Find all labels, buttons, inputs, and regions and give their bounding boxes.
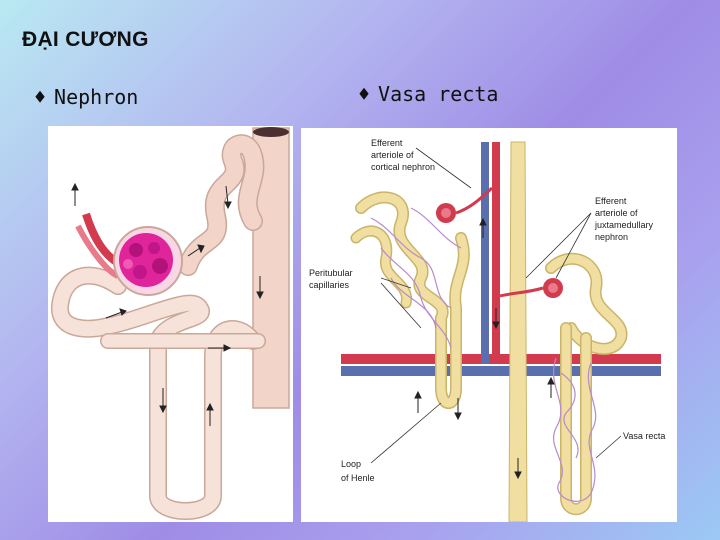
nephron-illustration	[51, 127, 290, 520]
label-efferent-juxta-3: juxtamedullary	[594, 220, 654, 230]
label-loop-henle-1: Loop	[341, 459, 361, 469]
bullet-nephron: ♦ Nephron	[34, 85, 138, 109]
leader-lines	[370, 147, 622, 464]
label-efferent-cortical-1: Efferent	[371, 138, 403, 148]
bullet-vasa-recta-label: Vasa recta	[378, 82, 499, 106]
bullet-nephron-label: Nephron	[54, 85, 139, 109]
glomeruli	[436, 203, 563, 298]
vasa-recta-loops	[553, 357, 597, 502]
distal-tubule	[178, 134, 265, 276]
glomerulus	[113, 226, 183, 296]
vasa-labels: Efferent arteriole of cortical nephron E…	[309, 138, 665, 483]
arcuate-vessels	[341, 354, 661, 376]
diamond-bullet-icon: ♦	[34, 85, 47, 109]
label-vasa-recta: Vasa recta	[623, 431, 665, 441]
label-efferent-juxta-2: arteriole of	[595, 208, 638, 218]
label-efferent-cortical-2: arteriole of	[371, 150, 414, 160]
interlobular-vessels	[481, 142, 500, 364]
nephron-diagram	[48, 126, 293, 522]
bullet-vasa-recta: ♦ Vasa recta	[358, 82, 498, 106]
label-peritubular-2: capillaries	[309, 280, 350, 290]
flow-arrows	[71, 182, 264, 426]
label-efferent-cortical-3: cortical nephron	[371, 162, 435, 172]
juxtamedullary-nephron	[545, 252, 628, 516]
vasa-flow-arrows	[414, 217, 555, 480]
loop-of-henle	[51, 266, 266, 520]
vasa-recta-diagram: Efferent arteriole of cortical nephron E…	[301, 128, 677, 523]
label-peritubular-1: Peritubular	[309, 268, 353, 278]
diamond-bullet-icon: ♦	[358, 82, 371, 106]
efferent-arterioles	[455, 186, 544, 298]
label-efferent-juxta-4: nephron	[595, 232, 628, 242]
slide-title: ĐẠI CƯƠNG	[22, 28, 149, 51]
label-efferent-juxta-1: Efferent	[595, 196, 627, 206]
label-loop-henle-2: of Henle	[341, 473, 375, 483]
cortical-nephron	[350, 191, 470, 409]
vasa-recta-illustration: Efferent arteriole of cortical nephron E…	[309, 138, 665, 523]
peritubular-capillaries	[370, 207, 462, 349]
